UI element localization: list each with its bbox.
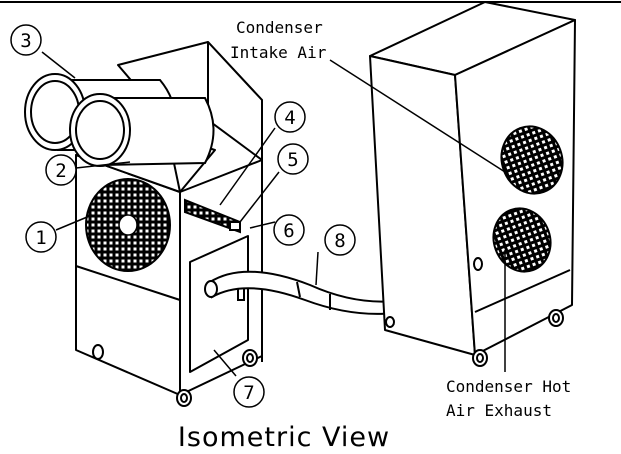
callout-8 bbox=[324, 224, 356, 256]
callout-3 bbox=[10, 24, 42, 56]
callout-numbers: 1 2 3 4 5 6 7 8 bbox=[20, 30, 345, 404]
callout-number-8: 8 bbox=[334, 230, 345, 252]
callout-7 bbox=[233, 376, 265, 408]
callout-number-2: 2 bbox=[55, 160, 66, 182]
callout-2 bbox=[45, 154, 77, 186]
exhaust-ducts bbox=[24, 73, 215, 167]
callout-5 bbox=[277, 143, 309, 175]
callout-number-6: 6 bbox=[283, 220, 294, 242]
condenser-exhaust-grille bbox=[492, 207, 552, 273]
diagram-caption: Isometric View bbox=[178, 422, 390, 453]
callout-leaders bbox=[41, 51, 506, 377]
callout-4 bbox=[274, 101, 306, 133]
right-unit-casters bbox=[385, 257, 564, 367]
callout-number-4: 4 bbox=[284, 107, 295, 129]
condenser-intake-grille bbox=[500, 125, 564, 195]
front-fan-grille bbox=[85, 178, 171, 272]
exhaust-label-line1: Condenser Hot bbox=[446, 377, 571, 396]
callout-number-1: 1 bbox=[35, 227, 46, 249]
callout-1 bbox=[25, 221, 57, 253]
intake-label-line1: Condenser bbox=[236, 18, 323, 37]
callout-number-3: 3 bbox=[20, 30, 31, 52]
control-panel bbox=[184, 198, 241, 234]
callout-markers bbox=[10, 24, 356, 408]
left-unit-access-panel bbox=[189, 235, 249, 373]
left-unit-casters bbox=[92, 344, 258, 407]
callout-6 bbox=[273, 214, 305, 246]
intake-label-line2: Intake Air bbox=[230, 43, 327, 62]
exhaust-label-line2: Air Exhaust bbox=[446, 401, 552, 420]
callout-number-7: 7 bbox=[243, 382, 254, 404]
callout-number-5: 5 bbox=[287, 149, 298, 171]
